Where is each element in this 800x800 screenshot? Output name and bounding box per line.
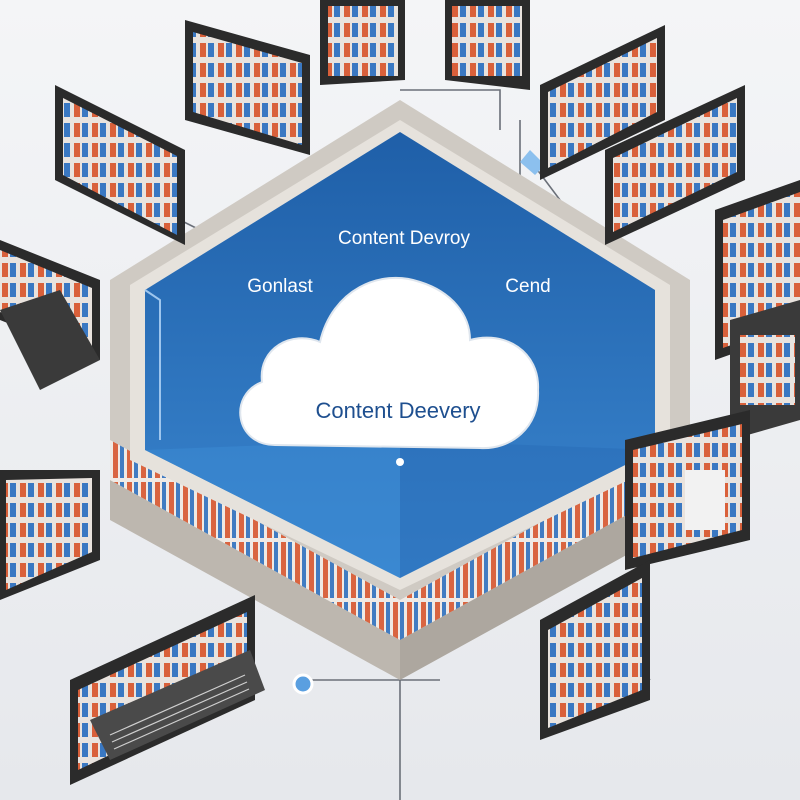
top-banner-label: Content Devroy — [338, 228, 471, 249]
connector-node-icon — [292, 150, 545, 695]
left-label: Gonlast — [247, 276, 313, 297]
right-label: Cend — [505, 276, 550, 297]
cloud-label: Content Deevery — [315, 398, 480, 423]
cdn-platform — [110, 100, 690, 680]
cloud-icon — [239, 276, 540, 450]
